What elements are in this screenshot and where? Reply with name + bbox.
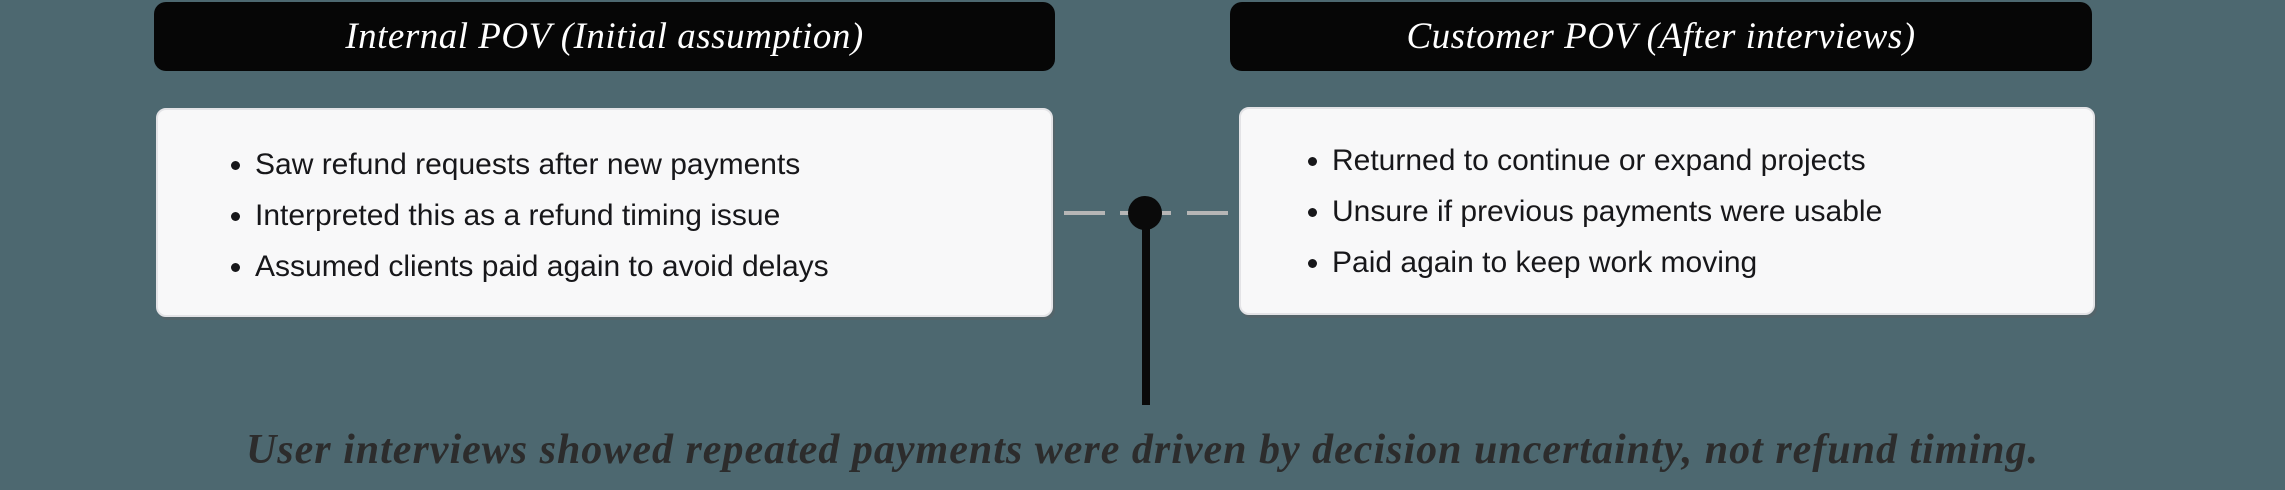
- bullet-item: Paid again to keep work moving: [1332, 237, 2083, 288]
- connector-vertical-line: [1142, 224, 1150, 405]
- bullet-item: Assumed clients paid again to avoid dela…: [255, 241, 1041, 292]
- connector-dash: [1187, 211, 1228, 215]
- connector-dash: [1064, 211, 1105, 215]
- bullet-item: Unsure if previous payments were usable: [1332, 186, 2083, 237]
- bullet-item: Returned to continue or expand projects: [1332, 135, 2083, 186]
- connector-dash: [1162, 211, 1171, 215]
- customer-pov-header: Customer POV (After interviews): [1230, 2, 2092, 71]
- customer-pov-card: Returned to continue or expand projects …: [1239, 107, 2095, 315]
- insight-caption: User interviews showed repeated payments…: [245, 427, 2040, 473]
- internal-pov-bullet-list: Saw refund requests after new payments I…: [158, 133, 1051, 292]
- internal-pov-card: Saw refund requests after new payments I…: [156, 108, 1053, 317]
- connector-dash: [1120, 211, 1129, 215]
- bullet-item: Saw refund requests after new payments: [255, 139, 1041, 190]
- internal-pov-header-label: Internal POV (Initial assumption): [345, 16, 864, 57]
- bullet-item: Interpreted this as a refund timing issu…: [255, 190, 1041, 241]
- internal-pov-header: Internal POV (Initial assumption): [154, 2, 1055, 71]
- customer-pov-header-label: Customer POV (After interviews): [1406, 16, 1916, 57]
- customer-pov-bullet-list: Returned to continue or expand projects …: [1241, 135, 2093, 288]
